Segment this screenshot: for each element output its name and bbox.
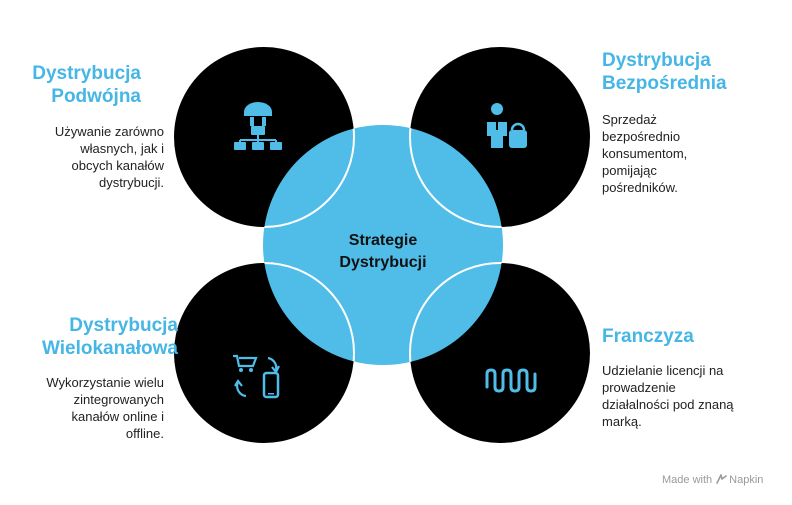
desc-dual-distribution: Używanie zarówno własnych, jak i obcych … [54,124,164,190]
title-multichannel-distribution: Dystrybucja Wielokanałowa [41,315,178,359]
zigzag-wave-icon [485,368,537,393]
center-label: Strategie Dystrybucji [318,230,448,274]
title-dual-distribution: Dystrybucja Podwójna [32,63,141,107]
napkin-logo-icon [716,474,727,484]
title-franchise: Franczyza [602,326,694,347]
person-with-bag-icon [487,103,527,148]
desc-direct-distribution: Sprzedaż bezpośrednio konsumentom, pomij… [602,112,688,195]
napkin-watermark[interactable]: Made with Napkin [662,474,763,486]
title-direct-distribution: Dystrybucja Bezpośrednia [602,50,727,94]
center-circle [263,125,503,365]
watermark-prefix: Made with [662,474,713,486]
center-label-line2: Dystrybucji [339,254,427,271]
cart-phone-sync-icon [233,354,280,399]
watermark-brand: Napkin [729,474,764,486]
hierarchy-structure-icon [234,102,282,150]
desc-franchise: Udzielanie licencji na prowadzenie dział… [602,363,734,429]
desc-multichannel-distribution: Wykorzystanie wielu zintegrowanych kanał… [46,375,164,441]
center-label-line1: Strategie [348,232,418,249]
